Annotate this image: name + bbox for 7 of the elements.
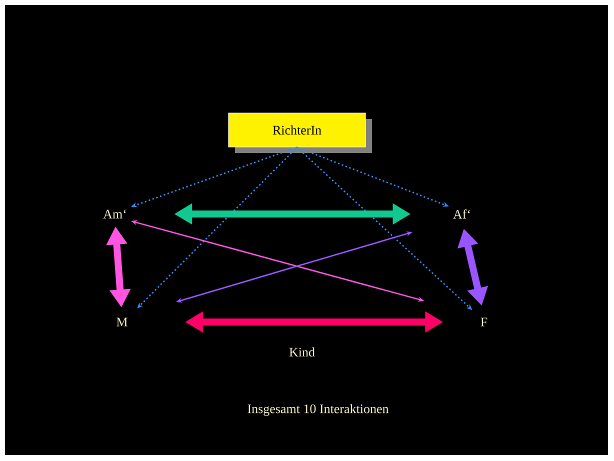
label-box: RichterIn bbox=[228, 112, 372, 153]
label: Kind bbox=[289, 347, 315, 357]
role-label: M bbox=[116, 318, 128, 326]
role-label: Af‘ bbox=[453, 209, 470, 219]
role-label: F bbox=[480, 318, 488, 326]
role-label: Am‘ bbox=[103, 210, 126, 218]
caption: Insgesamt 10 Interaktionen bbox=[248, 404, 389, 416]
